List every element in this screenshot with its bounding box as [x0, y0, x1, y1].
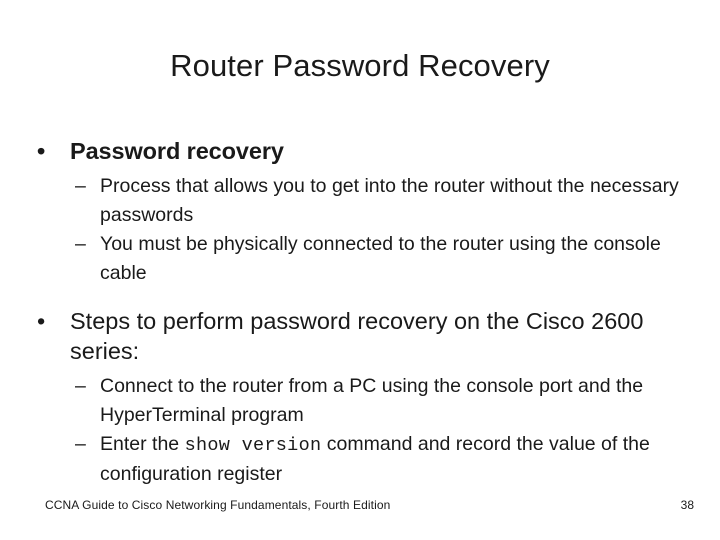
bullet-marker-icon: • — [37, 308, 46, 334]
block-spacer — [28, 288, 700, 306]
dash-marker-icon: – — [75, 433, 86, 455]
subbullet-suffix-text: command and record the value of the conf… — [100, 433, 650, 485]
subbullet-prefix-text: Enter the — [100, 433, 185, 455]
slide-body: • Password recovery – Process that allow… — [28, 136, 700, 489]
subbullet-item: – Process that allows you to get into th… — [28, 172, 700, 230]
subbullet-list: – Process that allows you to get into th… — [28, 172, 700, 288]
command-code: show version — [184, 435, 322, 456]
page-number: 38 — [680, 498, 694, 512]
bullet-block-2: • Steps to perform password recovery on … — [28, 306, 700, 489]
bullet-level1-label: Password recovery — [70, 138, 284, 164]
bullet-level1: • Steps to perform password recovery on … — [28, 306, 700, 366]
footer-citation: CCNA Guide to Cisco Networking Fundament… — [45, 498, 391, 512]
bullet-block-1: • Password recovery – Process that allow… — [28, 136, 700, 288]
subbullet-item: – Connect to the router from a PC using … — [28, 372, 700, 430]
subbullet-label: Process that allows you to get into the … — [100, 175, 679, 226]
subbullet-list: – Connect to the router from a PC using … — [28, 372, 700, 489]
subbullet-item-command: – Enter the show version command and rec… — [28, 430, 700, 489]
subbullet-item: – You must be physically connected to th… — [28, 230, 700, 288]
bullet-level1-label: Steps to perform password recovery on th… — [70, 308, 644, 364]
page-title: Router Password Recovery — [170, 48, 550, 83]
dash-marker-icon: – — [75, 375, 86, 397]
subbullet-label: Connect to the router from a PC using th… — [100, 375, 644, 426]
subbullet-label: You must be physically connected to the … — [100, 233, 661, 284]
dash-marker-icon: – — [75, 233, 86, 255]
bullet-level1: • Password recovery — [28, 136, 700, 166]
bullet-marker-icon: • — [37, 138, 46, 164]
dash-marker-icon: – — [75, 175, 86, 197]
